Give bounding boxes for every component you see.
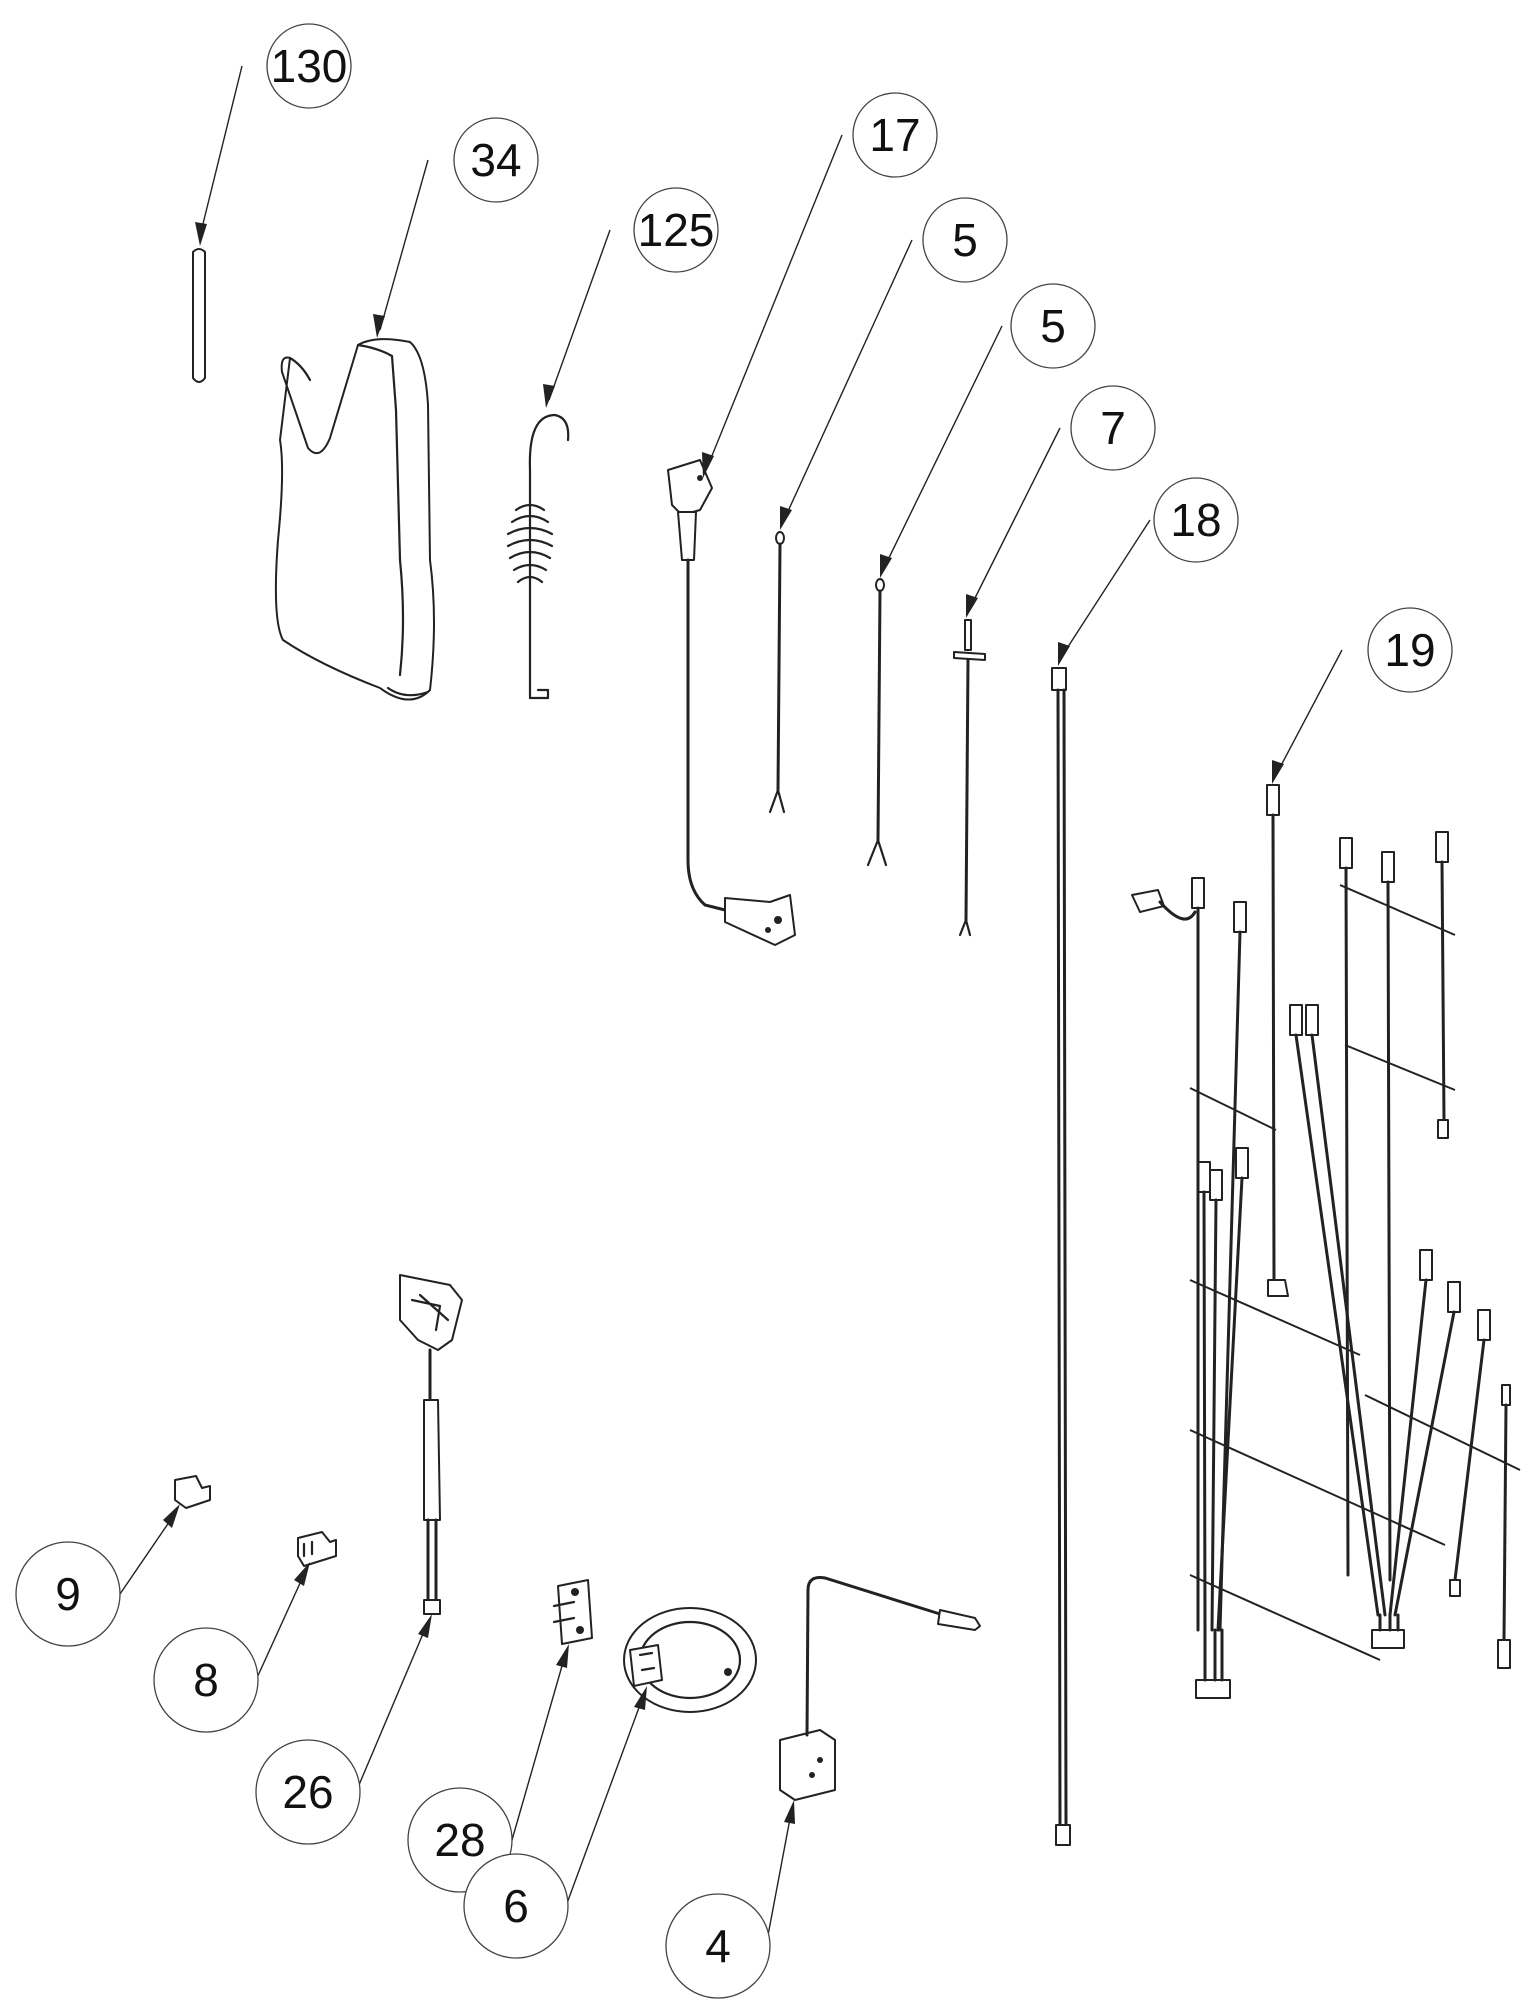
callout-19-label: 19 bbox=[1384, 624, 1435, 676]
callout-28-label: 28 bbox=[434, 1814, 485, 1866]
part-19-wiring-harness bbox=[1131, 784, 1521, 1699]
callout-6-label: 6 bbox=[503, 1880, 529, 1932]
callout-18-label: 18 bbox=[1170, 494, 1221, 546]
callout-19: 19 bbox=[1272, 607, 1453, 784]
callout-130: 130 bbox=[195, 23, 352, 246]
callout-5b-label: 5 bbox=[1040, 300, 1066, 352]
callout-7-label: 7 bbox=[1100, 402, 1126, 454]
callout-26-label: 26 bbox=[282, 1766, 333, 1818]
callout-5a: 5 bbox=[780, 197, 1008, 530]
callout-34-label: 34 bbox=[470, 134, 521, 186]
callout-125-label: 125 bbox=[638, 204, 715, 256]
part-18-long-cable bbox=[1051, 667, 1071, 1846]
callout-17: 17 bbox=[702, 92, 938, 478]
callout-5b: 5 bbox=[880, 283, 1096, 578]
part-5a-probe bbox=[768, 531, 786, 814]
callout-6: 6 bbox=[463, 1686, 647, 1959]
part-8-clip bbox=[297, 1531, 337, 1567]
callout-26: 26 bbox=[255, 1614, 432, 1845]
part-26-switch bbox=[399, 1274, 463, 1615]
part-5b-probe bbox=[866, 578, 888, 867]
callout-8: 8 bbox=[153, 1562, 310, 1733]
callout-8-label: 8 bbox=[193, 1654, 219, 1706]
callout-130-label: 130 bbox=[271, 40, 348, 92]
callout-9: 9 bbox=[15, 1504, 180, 1647]
callout-28: 28 bbox=[407, 1644, 569, 1893]
part-34-insulation-pad bbox=[274, 338, 435, 701]
callout-9-label: 9 bbox=[55, 1568, 81, 1620]
part-7-sensor bbox=[953, 619, 986, 937]
part-28-terminal bbox=[552, 1579, 593, 1645]
callout-125: 125 bbox=[543, 187, 719, 408]
part-17-power-cord bbox=[667, 459, 796, 946]
callout-5a-label: 5 bbox=[952, 214, 978, 266]
callout-7: 7 bbox=[966, 385, 1156, 618]
callout-4: 4 bbox=[665, 1800, 795, 1999]
part-4-thermostat bbox=[779, 1576, 981, 1801]
part-125-spring-hook bbox=[506, 413, 570, 700]
part-6-pressure-switch bbox=[623, 1607, 757, 1713]
part-9-clip bbox=[174, 1475, 211, 1509]
callout-17-label: 17 bbox=[869, 109, 920, 161]
callout-34: 34 bbox=[373, 117, 539, 338]
part-130-tube bbox=[192, 248, 206, 383]
callout-18: 18 bbox=[1058, 477, 1239, 666]
callout-4-label: 4 bbox=[705, 1920, 731, 1972]
